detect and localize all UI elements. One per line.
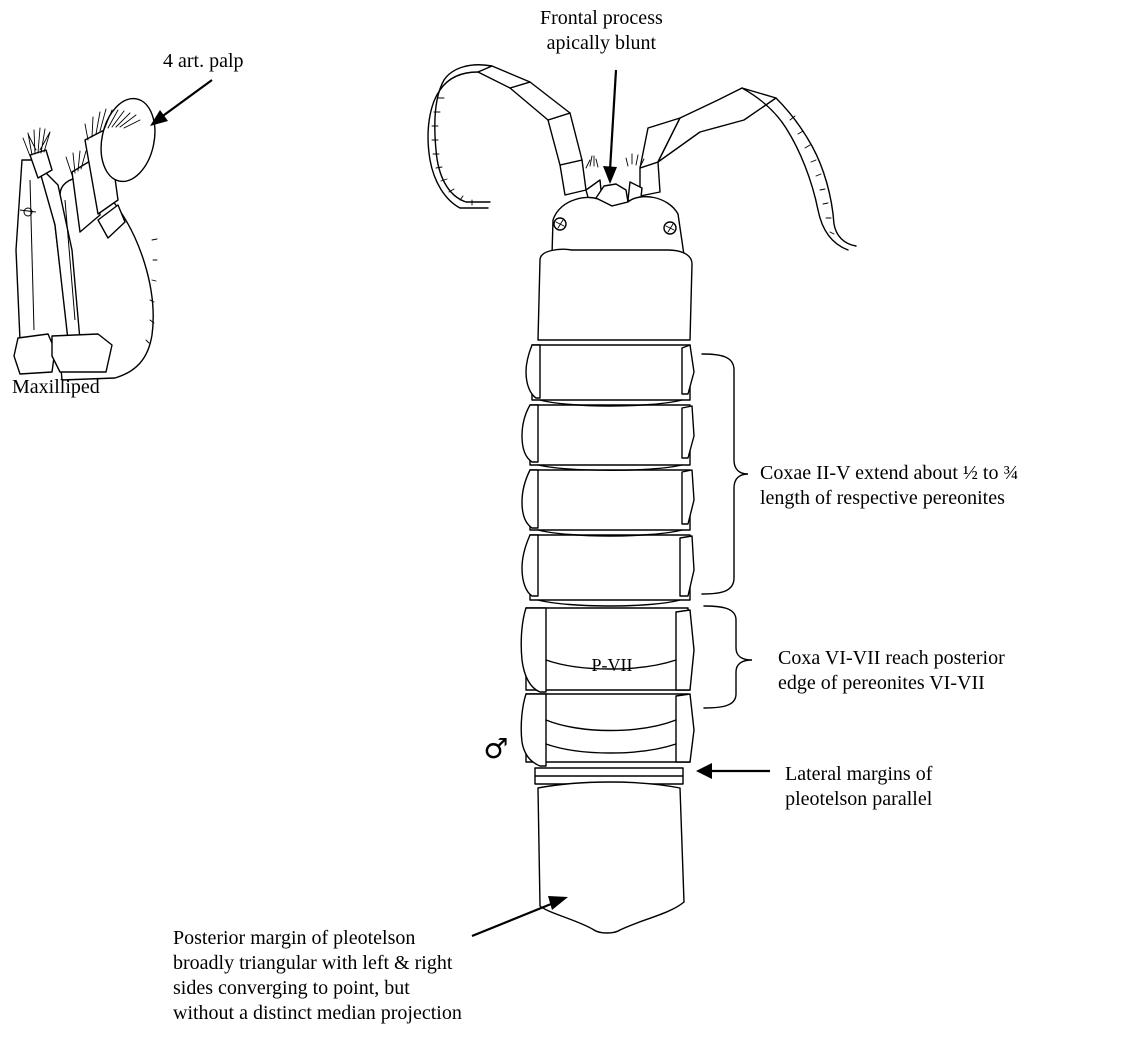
- coxa-VI-VII-label: Coxa VI-VII reach posterior edge of pere…: [778, 646, 1005, 696]
- maxilliped-drawing: [14, 94, 162, 380]
- left-antenna: [428, 65, 586, 208]
- pereonite-I: [538, 249, 692, 340]
- palp-label: 4 art. palp: [163, 49, 244, 74]
- coxae-II-V-label: Coxae II-V extend about ½ to ¾ length of…: [760, 461, 1018, 511]
- lateral-margins-label: Lateral margins of pleotelson parallel: [785, 762, 932, 812]
- pereonite-label: P-VII: [592, 655, 633, 675]
- pleotelson: [538, 782, 684, 933]
- maxilliped-label: Maxilliped: [12, 375, 100, 400]
- male-symbol: ♂: [483, 732, 508, 765]
- posterior-margin-label: Posterior margin of pleotelson broadly t…: [173, 926, 462, 1026]
- frontal-process-label: Frontal process apically blunt: [540, 6, 663, 56]
